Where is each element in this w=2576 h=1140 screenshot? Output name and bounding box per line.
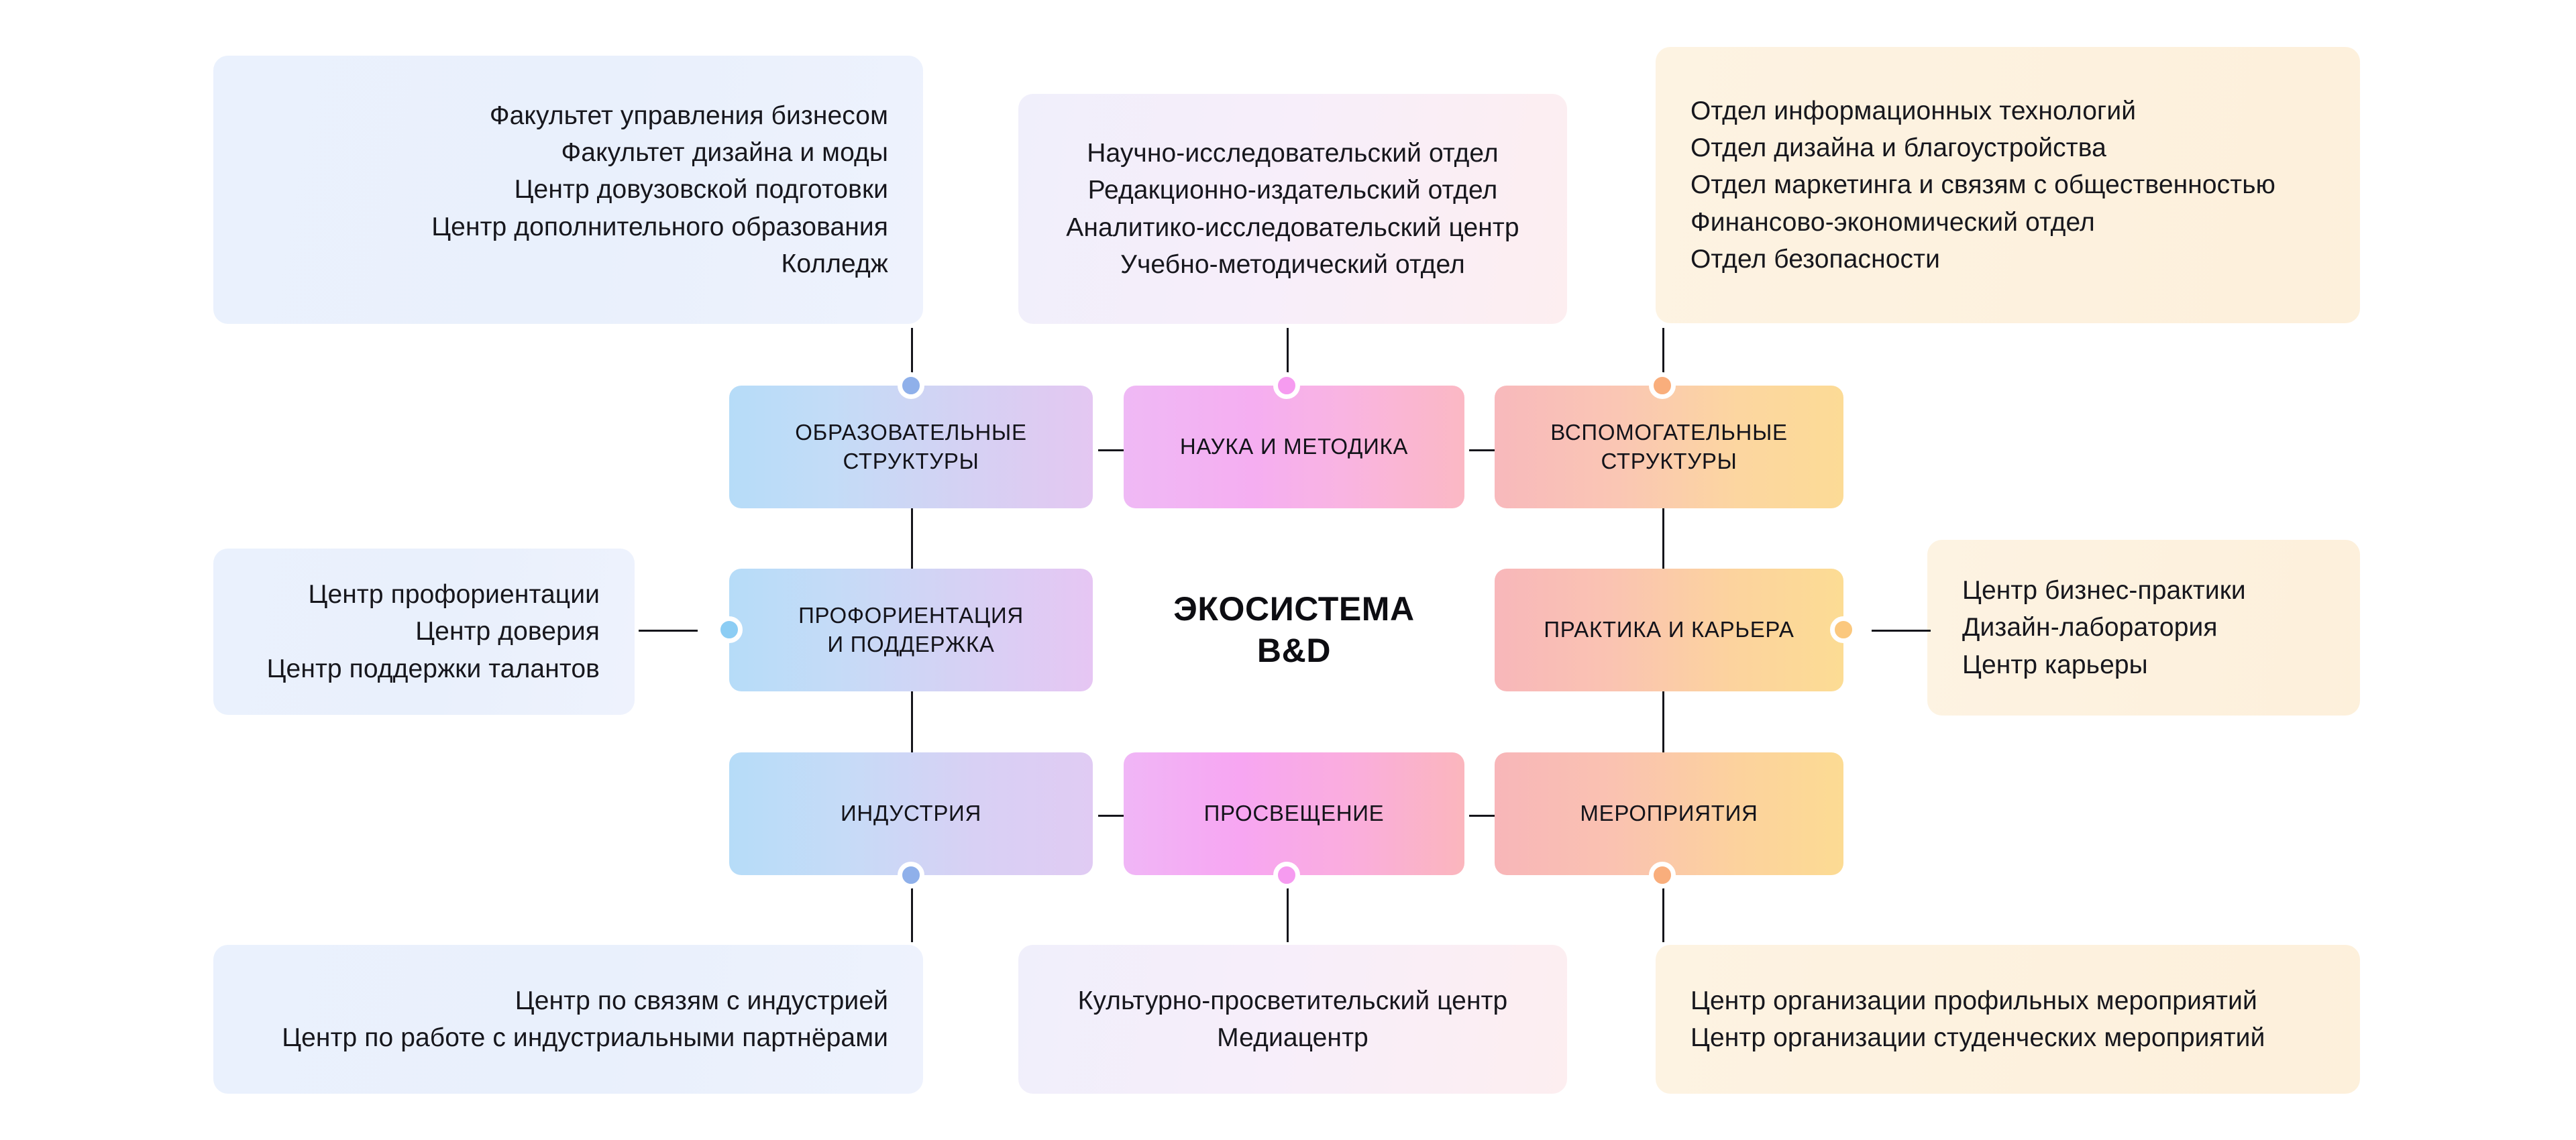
card-line: Центр по работе с индустриальными партнё… — [282, 1023, 888, 1052]
node-label: НАУКА И МЕТОДИКА — [1179, 434, 1409, 459]
card-guidance-support: Центр профориентации Центр доверия Центр… — [213, 549, 635, 715]
connector-practice-to-events — [1662, 687, 1664, 753]
connector-industry-node-to-card — [911, 875, 913, 942]
connector-guidance-card-to-node — [639, 630, 698, 632]
card-line: Учебно-методический отдел — [1120, 249, 1465, 279]
card-line: Центр карьеры — [1962, 650, 2148, 679]
card-line: Отдел информационных технологий — [1690, 96, 2137, 125]
page-title-line2: B&D — [1256, 631, 1332, 669]
node-dot-practice — [1830, 616, 1857, 643]
connector-enlightenment-to-events — [1469, 815, 1503, 817]
connector-industry-to-enlightenment — [1098, 815, 1132, 817]
node-dot-education — [898, 372, 924, 399]
card-events: Центр организации профильных мероприятий… — [1656, 945, 2360, 1094]
connector-guidance-to-industry — [911, 687, 913, 753]
connector-events-node-to-card — [1662, 875, 1664, 942]
card-line: Колледж — [781, 249, 888, 279]
card-line: Центр поддержки талантов — [266, 654, 600, 683]
node-dot-science — [1273, 372, 1300, 399]
node-label: МЕРОПРИЯТИЯ — [1580, 801, 1758, 826]
card-line: Отдел маркетинга и связям с общественнос… — [1690, 170, 2276, 200]
node-dot-support — [1649, 372, 1676, 399]
node-science-methodology[interactable]: НАУКА И МЕТОДИКА — [1124, 386, 1464, 508]
connector-education-to-guidance — [911, 508, 913, 573]
card-line: Финансово-экономический отдел — [1690, 207, 2095, 237]
card-line: Отдел дизайна и благоустройства — [1690, 133, 2106, 162]
connector-education-to-science — [1098, 449, 1132, 451]
card-line: Центр бизнес-практики — [1962, 575, 2246, 605]
card-line: Медиацентр — [1217, 1023, 1368, 1052]
card-education-structures: Факультет управления бизнесом Факультет … — [213, 56, 923, 324]
card-line: Факультет дизайна и моды — [561, 137, 888, 167]
card-line: Центр по связям с индустрией — [515, 986, 888, 1015]
node-dot-enlightenment — [1273, 862, 1300, 889]
card-industry-links: Центр по связям с индустрией Центр по ра… — [213, 945, 923, 1094]
node-industry[interactable]: ИНДУСТРИЯ — [729, 752, 1093, 875]
connector-support-card-to-node — [1662, 328, 1664, 392]
page-title-line1: ЭКОСИСТЕМА — [1173, 590, 1415, 628]
connector-practice-node-to-card — [1872, 630, 1931, 632]
card-line: Центр дополнительного образования — [431, 212, 888, 241]
connector-education-card-to-node — [911, 328, 913, 392]
card-line: Редакционно-издательский отдел — [1087, 176, 1498, 205]
node-label: ВСПОМОГАТЕЛЬНЫЕ СТРУКТУРЫ — [1550, 419, 1788, 473]
connector-science-card-to-node — [1287, 328, 1289, 392]
card-line: Культурно-просветительский центр — [1077, 986, 1508, 1015]
node-label: ПРОФОРИЕНТАЦИЯ И ПОДДЕРЖКА — [798, 602, 1024, 657]
card-line: Центр организации студенческих мероприят… — [1690, 1023, 2265, 1052]
card-line: Научно-исследовательский отдел — [1087, 138, 1499, 168]
node-guidance-support[interactable]: ПРОФОРИЕНТАЦИЯ И ПОДДЕРЖКА — [729, 569, 1093, 691]
card-line: Центр довузовской подготовки — [514, 175, 888, 205]
node-enlightenment[interactable]: ПРОСВЕЩЕНИЕ — [1124, 752, 1464, 875]
node-dot-industry — [898, 862, 924, 889]
card-line: Центр доверия — [415, 617, 600, 646]
connector-science-to-support — [1469, 449, 1503, 451]
card-line: Факультет управления бизнесом — [489, 101, 888, 130]
node-events[interactable]: МЕРОПРИЯТИЯ — [1495, 752, 1843, 875]
node-dot-guidance — [716, 616, 743, 643]
card-practice-career: Центр бизнес-практики Дизайн-лаборатория… — [1927, 540, 2360, 716]
card-line: Центр организации профильных мероприятий — [1690, 986, 2257, 1015]
connector-enlightenment-node-to-card — [1287, 875, 1289, 942]
node-label: ПРАКТИКА И КАРЬЕРА — [1544, 617, 1794, 642]
node-practice-career[interactable]: ПРАКТИКА И КАРЬЕРА — [1495, 569, 1843, 691]
card-line: Отдел безопасности — [1690, 245, 1940, 274]
node-label: ПРОСВЕЩЕНИЕ — [1203, 801, 1385, 826]
node-education-structures[interactable]: ОБРАЗОВАТЕЛЬНЫЕ СТРУКТУРЫ — [729, 386, 1093, 508]
node-dot-events — [1649, 862, 1676, 889]
card-line: Аналитико-исследовательский центр — [1066, 213, 1519, 242]
card-support-structures: Отдел информационных технологий Отдел ди… — [1656, 47, 2360, 323]
node-label: ИНДУСТРИЯ — [841, 801, 981, 826]
node-support-structures[interactable]: ВСПОМОГАТЕЛЬНЫЕ СТРУКТУРЫ — [1495, 386, 1843, 508]
card-science-methodology: Научно-исследовательский отдел Редакцион… — [1018, 94, 1567, 324]
node-label: ОБРАЗОВАТЕЛЬНЫЕ СТРУКТУРЫ — [795, 419, 1027, 473]
connector-support-to-practice — [1662, 508, 1664, 573]
card-line: Дизайн-лаборатория — [1962, 613, 2218, 642]
card-line: Центр профориентации — [308, 579, 600, 609]
card-enlightenment: Культурно-просветительский центр Медиаце… — [1018, 945, 1567, 1094]
page-title: ЭКОСИСТЕМА B&D — [1124, 589, 1464, 671]
